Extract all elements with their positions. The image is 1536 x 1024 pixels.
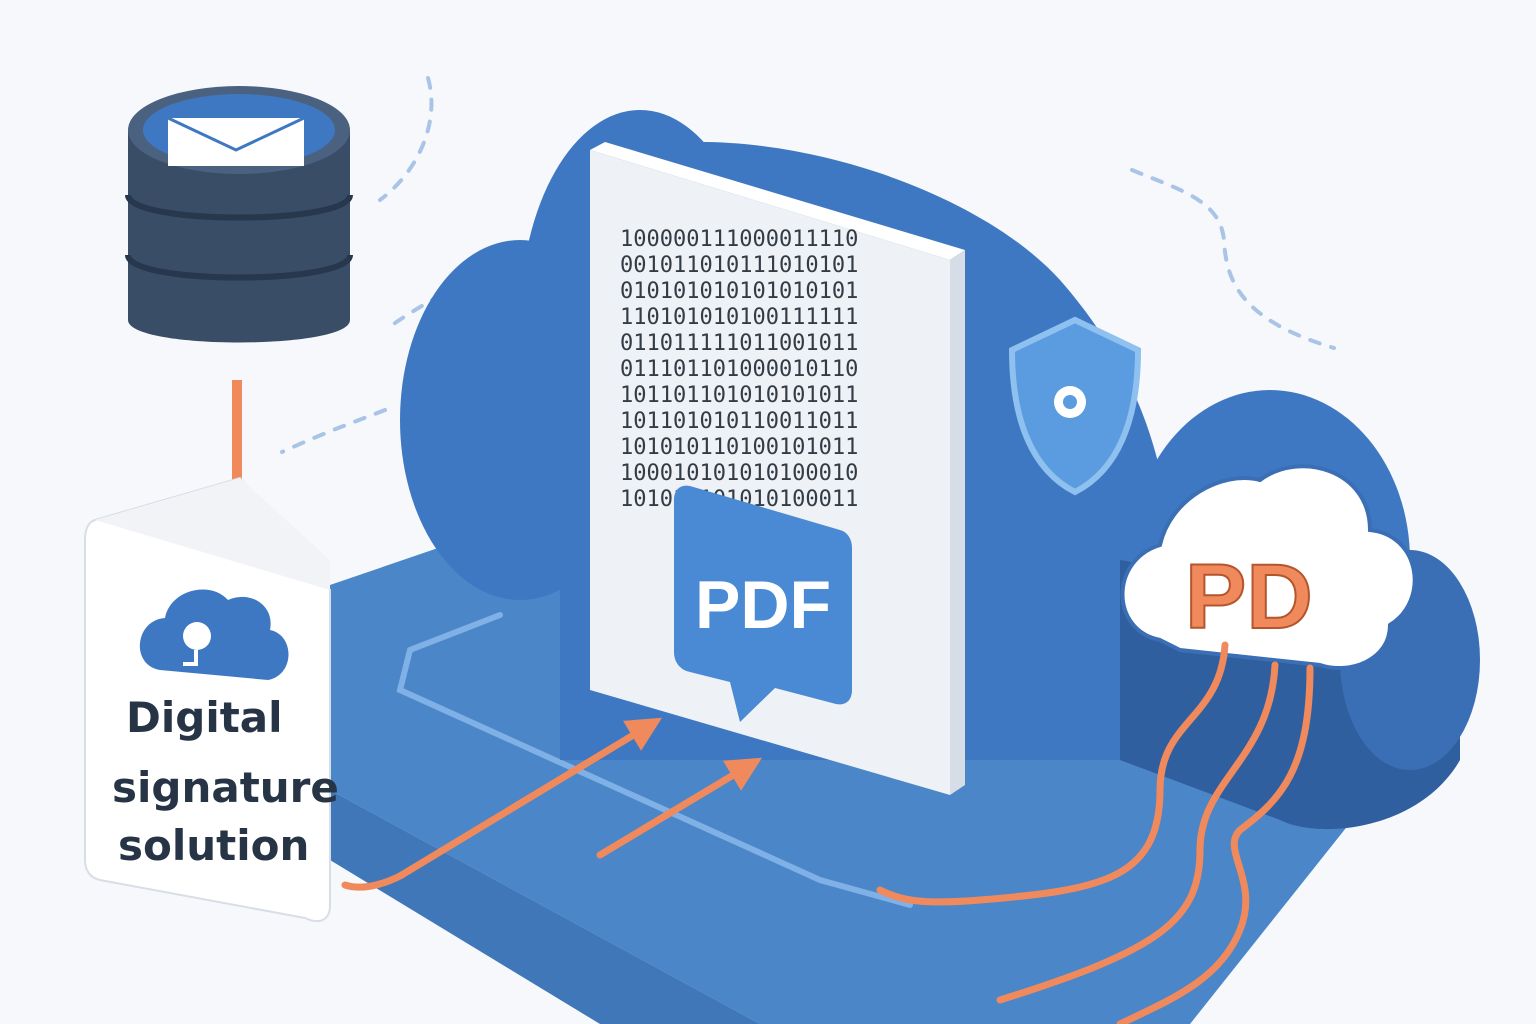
binary-data: 100000111000011110 001011010111010101 01… <box>620 227 858 512</box>
signature-box-text: Digital signature solution <box>112 693 339 870</box>
pd-cloud: PD <box>1120 464 1417 671</box>
database-connector <box>232 380 242 490</box>
platform-base-shade <box>330 790 760 1024</box>
binary-row: 110101010100111111 <box>620 305 858 330</box>
shield-icon <box>1008 316 1142 496</box>
orange-cables <box>876 641 1314 1024</box>
binary-row: 101010110100101011 <box>620 435 858 460</box>
signature-box-line2: signature <box>112 763 339 812</box>
binary-row: 011101101000010110 <box>620 357 858 382</box>
signature-box <box>84 476 331 923</box>
binary-row: 010101010101010101 <box>620 279 858 304</box>
pd-cloud-label: PD <box>1185 546 1313 648</box>
signature-box-line1: Digital <box>126 693 283 742</box>
signature-box-line3: solution <box>118 821 309 870</box>
binary-row: 100000111000011110 <box>620 227 858 252</box>
pdf-badge-label: PDF <box>695 567 831 643</box>
binary-row: 101101010110011011 <box>620 409 858 434</box>
binary-row: 101101101010101011 <box>620 383 858 408</box>
database-icon <box>125 86 353 343</box>
envelope-icon <box>167 116 305 166</box>
binary-row: 001011010111010101 <box>620 253 858 278</box>
orange-arrows <box>341 717 763 891</box>
pdf-badge: PDF <box>674 485 852 722</box>
cloud-signature-icon <box>139 589 289 680</box>
platform-circuit-line <box>396 612 913 908</box>
binary-row: 011011111011001011 <box>620 331 858 356</box>
binary-row: 100010101010100010 <box>620 461 858 486</box>
